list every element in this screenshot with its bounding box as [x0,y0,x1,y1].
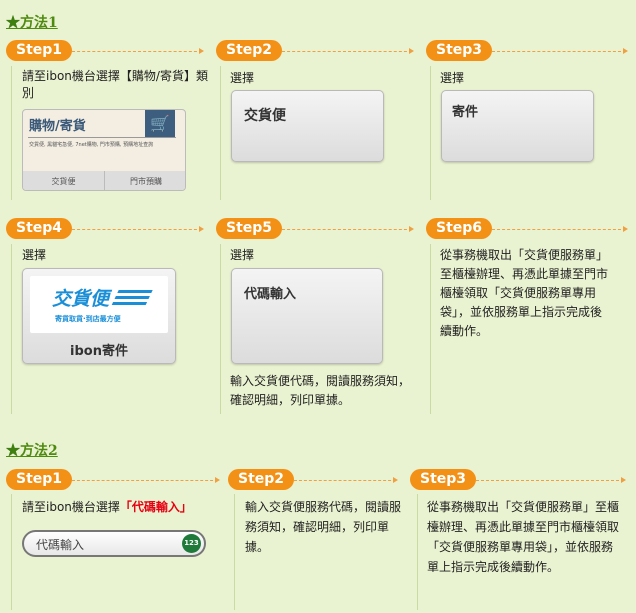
arrow-dash [72,477,220,483]
step5-text: 選擇 [230,248,255,262]
arrow-dash [294,477,398,483]
m2-step2-text: 輸入交貨便服務代碼，閱讀服務須知，確認明細，列印單據。 [245,500,402,554]
step4-text: 選擇 [22,248,47,262]
ibon-send-button[interactable]: 交貨便 寄貨取貨·到店最方便 ibon寄件 [22,268,176,364]
cart-icon: 🛒 [145,110,175,137]
send-button[interactable]: 寄件 [441,90,594,162]
m2-step3-text: 從事務機取出「交貨便服務單」至櫃檯辦理、再憑此單據至門市櫃檯領取「交貨便服務單專… [427,500,620,574]
code-input-button[interactable]: 代碼輸入 [231,268,383,364]
arrow-dash [282,226,414,232]
step2-text: 選擇 [230,71,255,85]
delivery-logo: 交貨便 寄貨取貨·到店最方便 [30,276,168,333]
tab-delivery[interactable]: 交貨便 [23,171,105,190]
delivery-button[interactable]: 交貨便 [231,90,384,162]
step5-note: 輸入交貨便代碼，閱讀服務須知，確認明細，列印單據。 [230,374,411,407]
tab-preorder[interactable]: 門市預購 [105,171,185,190]
m2-step3-pill: Step3 [410,469,477,490]
step3-text: 選擇 [440,71,465,85]
method2-title: ★方法2 [6,443,58,459]
arrow-dash [72,48,204,54]
arrow-dash [492,48,628,54]
code-input-field[interactable]: 代碼輸入 123 [22,530,206,557]
step2-pill: Step2 [216,40,283,61]
m2-step1-pill: Step1 [6,469,73,490]
m2-step2-pill: Step2 [228,469,295,490]
step4-pill: Step4 [6,218,73,239]
step5-pill: Step5 [216,218,283,239]
method1-title: ★方法1 [6,15,58,31]
step3-pill: Step3 [426,40,493,61]
step1-pill: Step1 [6,40,73,61]
star-icon: ★ [6,15,20,31]
shopping-category-card[interactable]: 購物/寄貨 🛒 交貨便, 黑貓宅急便, 7net購物, 門市預購, 預購地址查詢… [22,109,186,191]
numeric-badge-icon: 123 [182,534,201,553]
step1-text: 請至ibon機台選擇【購物/寄貨】類別 [22,69,208,100]
arrow-dash [282,48,414,54]
step6-text: 從事務機取出「交貨便服務單」至櫃檯辦理、再憑此單據至門市櫃檯領取「交貨便服務單專… [440,248,609,338]
step6-pill: Step6 [426,218,493,239]
arrow-dash [492,226,628,232]
arrow-dash [72,226,204,232]
arrow-dash [476,477,626,483]
m2-step1-text: 請至ibon機台選擇「代碼輸入」 [22,500,192,514]
star-icon: ★ [6,443,20,459]
